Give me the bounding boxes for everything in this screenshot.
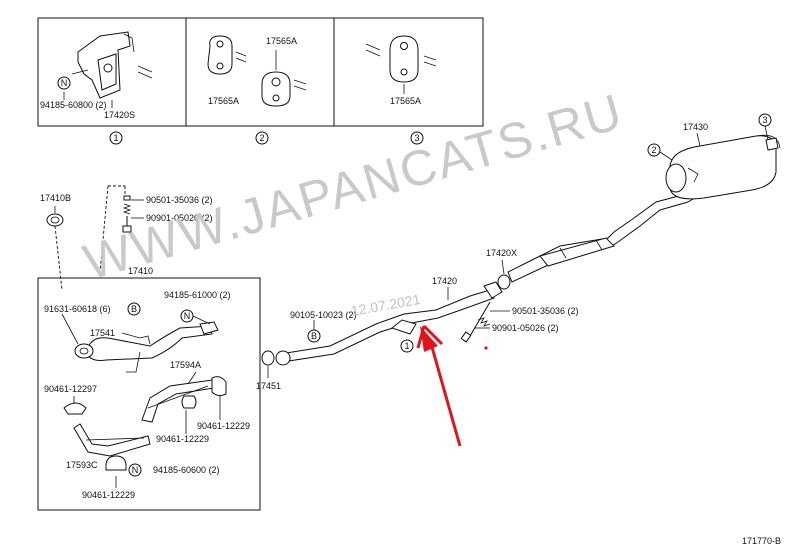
- bracket-17593c: [73, 423, 151, 457]
- inset-3-callout: 3: [414, 133, 419, 143]
- red-arrow: [416, 324, 462, 447]
- label-90461-a: 90461-12297: [44, 384, 97, 394]
- callout-3-main: 3: [762, 115, 767, 125]
- note-circle-n: [57, 76, 71, 90]
- label-90901-a: 90901-05020 (2): [146, 213, 213, 223]
- callout-circle: [410, 131, 424, 145]
- bracket-17594a: [141, 376, 227, 423]
- callout-circle: [647, 143, 661, 157]
- label-17420: 17420: [432, 276, 457, 286]
- gasket-17420x: [497, 274, 511, 290]
- label-90461-b: 90461-12229: [156, 434, 209, 444]
- label-17593c: 17593C: [66, 460, 98, 470]
- inset-1-part-b: 17420S: [104, 110, 135, 120]
- label-17410: 17410: [128, 266, 153, 276]
- label-n-2: N: [132, 465, 139, 475]
- inset-2-rubber-hangers: [207, 35, 307, 107]
- bolt-spring-rear: [460, 301, 491, 343]
- note-circle-b: [127, 302, 141, 316]
- label-90461-c: 90461-12229: [197, 421, 250, 431]
- label-91631: 91631-60618 (6): [44, 304, 111, 314]
- label-90501-a: 90501-35036 (2): [146, 195, 213, 205]
- label-90461-d: 90461-12229: [82, 490, 135, 500]
- inset-1-callout: 1: [113, 133, 118, 143]
- label-17451: 17451: [256, 381, 281, 391]
- inset-2-part-a: 17565A: [266, 36, 297, 46]
- label-b-2: B: [311, 331, 317, 341]
- clamp-b: [105, 455, 127, 471]
- callout-circle: [255, 131, 269, 145]
- callout-circle: [109, 131, 123, 145]
- callout-circle: [400, 339, 414, 353]
- label-17594a: 17594A: [170, 360, 201, 370]
- red-dot: [484, 346, 488, 350]
- inset-3-rubber-hanger: [365, 35, 437, 94]
- gasket-17410b: [46, 213, 64, 227]
- diagram-code: 171770-B: [742, 536, 781, 546]
- label-90901-b: 90901-05026 (2): [492, 323, 559, 333]
- label-17410b: 17410B: [40, 193, 71, 203]
- inset-2-part-b: 17565A: [208, 96, 239, 106]
- inset-1-circle-label: N: [61, 78, 68, 88]
- label-17541: 17541: [90, 328, 115, 338]
- label-90501-b: 90501-35036 (2): [512, 306, 579, 316]
- label-n-1: N: [184, 311, 191, 321]
- inset-1-part-a: 94185-60800 (2): [40, 100, 107, 110]
- inset-2-callout: 2: [259, 133, 264, 143]
- note-circle-n: [128, 463, 142, 477]
- inset-3-part-a: 17565A: [390, 96, 421, 106]
- inset-1-hanger-bracket: [63, 31, 153, 108]
- label-94185-b: 94185-61000 (2): [164, 290, 231, 300]
- front-pipe-17410: [74, 321, 219, 373]
- gasket-17451: [261, 350, 275, 366]
- label-94185-c: 94185-60600 (2): [153, 465, 220, 475]
- label-90105: 90105-10023 (2): [290, 310, 357, 320]
- bolt-spring-stack: [99, 185, 144, 273]
- label-b-1: B: [131, 304, 137, 314]
- clamp-a: [63, 402, 87, 415]
- label-17420x: 17420X: [486, 248, 517, 258]
- resonator-pipe: [507, 187, 699, 283]
- callout-1-main: 1: [404, 341, 409, 351]
- inset-panel: [37, 17, 484, 127]
- callout-2-main: 2: [651, 145, 656, 155]
- label-17430: 17430: [683, 122, 708, 132]
- center-pipe-17420: [275, 281, 503, 366]
- muffler-17430: [665, 134, 781, 200]
- front-pipe-detail-box: [37, 277, 261, 511]
